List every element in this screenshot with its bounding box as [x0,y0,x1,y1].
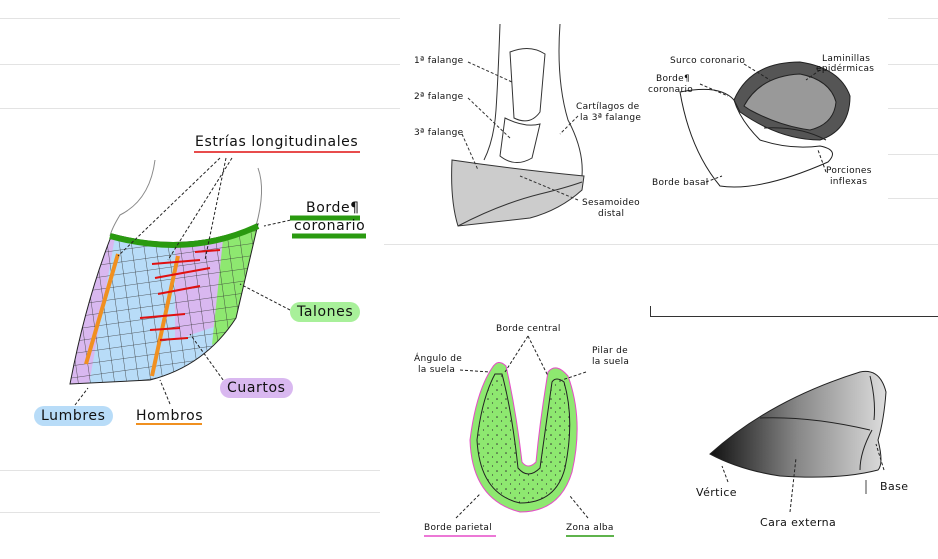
cartilage-label-1: Cartílagos de [576,102,640,112]
apex-label: Vértice [696,486,737,499]
sole-drawing [424,335,614,537]
rule-line [0,64,400,65]
rule-line [0,512,380,513]
sole-pillar-label-2: la suela [592,357,630,367]
shoulders-label: Hombros [136,408,204,424]
foot-section-drawing [451,23,585,227]
rule-line [888,198,938,199]
sesamoid-label-2: distal [598,209,625,219]
hoof-capsule-drawing [679,61,851,188]
sesamoid-label-1: Sesamoideo [582,198,640,208]
basal-border-label: Borde basal [652,178,709,188]
toe-label: Lumbres [34,406,113,426]
rule-line [888,108,938,109]
coronary-border-label-2: coronario [294,218,366,234]
sole-angle-label-2: la suela [418,365,456,375]
cartilage-label-2: la 3ª falange [580,113,642,123]
frog-drawing [709,370,887,513]
central-border-label: Borde central [496,324,561,334]
hoof-wall-title: Estrías longitudinales [195,134,359,150]
phalanx3-label: 3ª falange [414,128,464,138]
rule-line [0,470,380,471]
hoof-wall-drawing [69,151,366,425]
coronary-border-label-1: Borde¶ [306,200,360,216]
phalanx2-label: 2ª falange [414,92,464,102]
parietal-border-label: Borde parietal [424,523,493,533]
sole-pillar-label-1: Pilar de [592,346,628,356]
capsule-coronary-label-1: Borde¶ [656,74,690,84]
coronary-groove-label: Surco coronario [670,56,746,66]
outer-face-label: Cara externa [760,516,837,529]
rule-line [888,64,938,65]
base-label: Base [880,480,909,493]
sole-angle-label-1: Ángulo de [414,354,463,364]
bars-label-2: inflexas [830,177,868,187]
laminae-label-2: epidérmicas [816,64,875,74]
white-line-label: Zona alba [566,523,614,533]
rule-line [0,18,400,19]
quarters-label: Cuartos [220,378,293,398]
bars-label-1: Porciones [826,166,872,176]
rule-line [888,154,938,155]
capsule-coronary-label-2: coronario [648,85,694,95]
text-cursor-bracket [650,306,938,317]
laminae-label-1: Laminillas [822,54,871,64]
rule-line [384,244,938,245]
phalanx1-label: 1ª falange [414,56,464,66]
heels-label: Talones [290,302,361,322]
rule-line [888,18,938,19]
rule-line [0,108,400,109]
